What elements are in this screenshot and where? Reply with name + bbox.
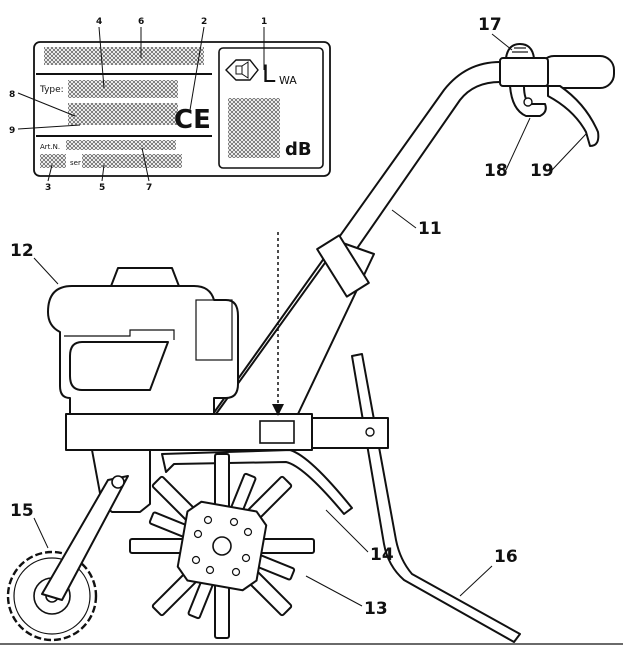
label-14: 14	[370, 545, 394, 565]
frame-tower	[215, 234, 375, 415]
db-unit: dB	[285, 139, 312, 160]
lwa-subscript: WA	[279, 74, 297, 87]
handle-clamp	[316, 234, 370, 298]
label-18: 18	[484, 161, 508, 181]
handle-grip	[539, 55, 615, 89]
label-15: 15	[10, 501, 34, 521]
plate-label-6: 6	[138, 17, 144, 27]
plate-field-5	[82, 154, 182, 168]
plate-field-3	[40, 154, 66, 168]
ce-mark: CE	[174, 105, 211, 135]
lwa-symbol: L	[262, 60, 276, 88]
label-11: 11	[418, 219, 442, 239]
plate-label-7: 7	[146, 183, 152, 193]
plate-field-4	[68, 80, 178, 98]
plate-label-4: 4	[96, 17, 102, 27]
chassis-beam	[65, 232, 389, 451]
transport-wheel	[6, 475, 129, 642]
label-17: 17	[478, 15, 502, 35]
label-13: 13	[364, 599, 388, 619]
plate-field-7	[66, 140, 176, 150]
speaker-icon	[225, 59, 259, 81]
rating-plate-location	[259, 420, 295, 444]
rating-plate: Type: Art.N. ser CE L WA dB 1 2 6 4 8 9 …	[9, 17, 331, 193]
engine	[47, 267, 239, 415]
plate-label-8: 8	[9, 90, 15, 100]
label-19: 19	[530, 161, 554, 181]
plate-label-3: 3	[45, 183, 51, 193]
label-12: 12	[10, 241, 34, 261]
plate-ser-label: ser	[70, 159, 81, 167]
plate-artn-label: Art.N.	[40, 143, 60, 151]
plate-label-2: 2	[201, 17, 207, 27]
sound-value-field	[228, 98, 280, 158]
tiller-tines	[129, 453, 315, 639]
throttle-lever	[509, 85, 547, 117]
throttle-housing	[499, 57, 549, 87]
label-16: 16	[494, 547, 518, 567]
plate-label-9: 9	[9, 126, 15, 136]
plate-type-label: Type:	[39, 85, 64, 95]
throttle-knob	[505, 43, 535, 59]
tine-guard	[161, 449, 353, 515]
depth-bar	[351, 353, 521, 643]
plate-field-9	[68, 103, 178, 125]
clutch-lever	[547, 85, 600, 147]
part-callouts: 17 18 19 11 12 14 13 15 16	[10, 15, 587, 619]
plate-field-6	[44, 47, 204, 65]
plate-label-1: 1	[261, 17, 267, 27]
plate-label-5: 5	[99, 183, 105, 193]
